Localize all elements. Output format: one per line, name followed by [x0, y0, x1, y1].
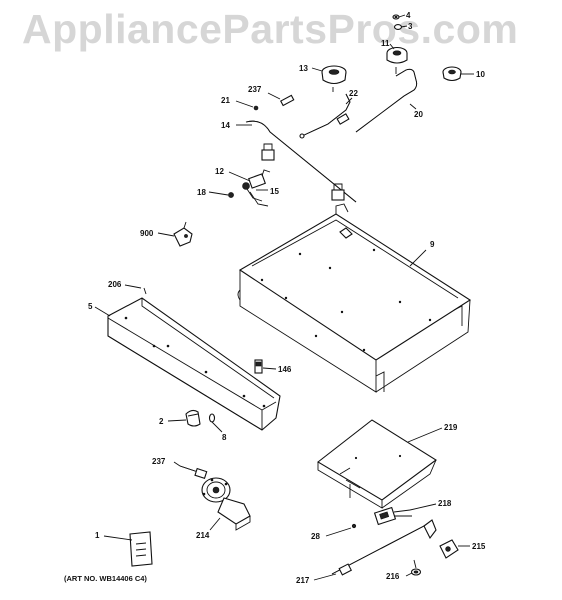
part-manifold-14 — [236, 120, 357, 203]
callout-146: 146 — [278, 365, 292, 374]
part-regulator-214 — [201, 477, 251, 531]
part-knob-2 — [167, 409, 201, 427]
callout-labels: 4 3 11 13 10 237 21 22 20 14 12 15 18 9 … — [88, 11, 486, 585]
callout-237-top: 237 — [248, 85, 262, 94]
part-washers-top — [392, 14, 408, 30]
part-screw-28 — [325, 523, 357, 537]
callout-8: 8 — [222, 433, 227, 442]
art-number: (ART NO. WB14406 C4) — [64, 574, 147, 583]
part-burner-10 — [442, 66, 474, 82]
callout-218: 218 — [438, 499, 452, 508]
callout-11: 11 — [381, 39, 390, 48]
callout-217: 217 — [296, 576, 310, 585]
callout-2: 2 — [159, 417, 164, 426]
callout-28: 28 — [311, 532, 320, 541]
part-shield-219 — [317, 419, 443, 509]
part-tube-22 — [299, 93, 353, 139]
callout-214: 214 — [196, 531, 210, 540]
part-connector-218 — [373, 503, 437, 526]
callout-12: 12 — [215, 167, 224, 176]
part-tube-20 — [355, 68, 418, 133]
part-bracket-900 — [157, 221, 193, 247]
part-valve-12-15 — [228, 169, 271, 207]
callout-1: 1 — [95, 531, 100, 540]
callout-18: 18 — [197, 188, 206, 197]
watermark: AppliancePartsPros.com — [22, 6, 519, 52]
part-nut-216 — [405, 559, 422, 577]
part-screw-206 — [124, 284, 147, 295]
part-clip-146 — [254, 359, 277, 374]
callout-3: 3 — [408, 22, 413, 31]
callout-14: 14 — [221, 121, 230, 130]
callout-5: 5 — [88, 302, 93, 311]
part-panel-5 — [94, 297, 281, 431]
callout-13: 13 — [299, 64, 308, 73]
callout-4: 4 — [406, 11, 411, 20]
part-igniter-215 — [439, 539, 470, 559]
callout-219: 219 — [444, 423, 458, 432]
part-burner-13 — [311, 65, 347, 92]
part-nut-18 — [208, 191, 234, 198]
part-orifice-237-top — [235, 92, 295, 111]
callout-215: 215 — [472, 542, 486, 551]
callout-20: 20 — [414, 110, 423, 119]
callout-21: 21 — [221, 96, 230, 105]
callout-22: 22 — [349, 89, 358, 98]
callout-216: 216 — [386, 572, 400, 581]
callout-900: 900 — [140, 229, 154, 238]
part-burner-11 — [386, 43, 408, 74]
callout-9: 9 — [430, 240, 435, 249]
part-clip-8 — [208, 413, 223, 433]
part-burner-box-9 — [237, 203, 472, 393]
part-manual-1 — [103, 531, 153, 567]
part-igniter-tube-217 — [313, 519, 437, 581]
callout-237-mid: 237 — [152, 457, 166, 466]
part-orifice-237-mid — [173, 461, 208, 480]
callout-15: 15 — [270, 187, 279, 196]
callout-10: 10 — [476, 70, 485, 79]
callout-206: 206 — [108, 280, 122, 289]
